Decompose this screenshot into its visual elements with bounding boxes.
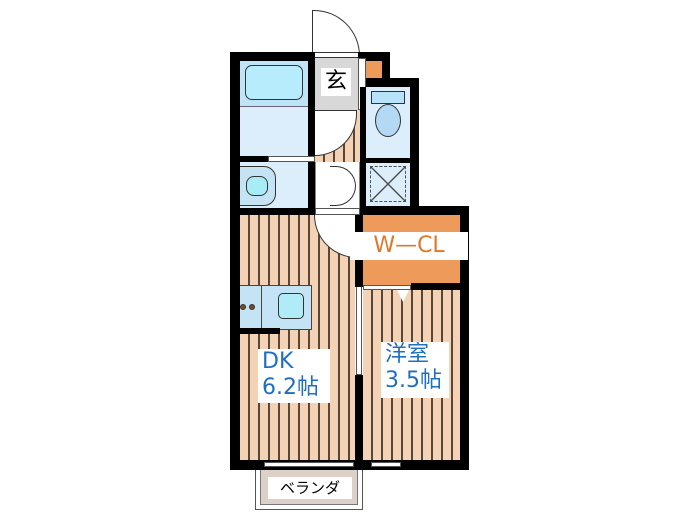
toilet-divider: [360, 158, 415, 163]
window-yoshitsu: [371, 462, 401, 467]
sliding-door: [356, 285, 362, 375]
toilet-tank-icon: [371, 91, 405, 104]
wcl-bottom-wall: [411, 283, 461, 290]
stove-burner-icon: [249, 304, 255, 310]
toilet-wall-left: [360, 87, 366, 212]
kitchen-sink-icon: [278, 293, 304, 319]
wcl-label: W—CL: [350, 232, 468, 260]
bath-divider: [308, 52, 315, 220]
yoshitsu-room-name: 洋室: [385, 342, 430, 367]
wcl-door: [363, 285, 411, 290]
dk-room-name: DK: [262, 349, 294, 374]
dk-label: DK 6.2帖: [258, 349, 330, 403]
veranda-label: ベランダ: [268, 477, 352, 499]
kitchen-wall-stub: [240, 328, 280, 334]
yoshitsu-room-size: 3.5帖: [385, 368, 442, 393]
outer-wall-left: [230, 52, 240, 470]
entrance-door-swing-icon: [312, 10, 360, 56]
outer-wall-top-bath: [230, 52, 314, 61]
washroom-bottom-wall: [240, 208, 320, 215]
toilet-bowl-icon: [375, 104, 401, 137]
dk-door-frame: [315, 208, 360, 215]
washer-pan-icon: [370, 166, 406, 202]
window-dk: [264, 462, 354, 467]
stove-burner-icon: [240, 304, 246, 310]
outer-wall-storage-right: [382, 52, 390, 84]
outer-wall-top-storage: [358, 52, 388, 61]
dk-room-size: 6.2帖: [262, 375, 319, 400]
washbasin-bowl-icon: [246, 176, 268, 196]
bathtub-icon: [245, 65, 303, 100]
storage-small: [366, 61, 382, 78]
partition-wall-lower: [355, 375, 363, 463]
dk-room: [240, 215, 355, 460]
washroom-top-wall: [268, 156, 315, 162]
outer-wall-toilet-right: [410, 78, 419, 212]
stove-area: [240, 285, 262, 330]
outer-wall-right: [460, 206, 469, 470]
light-fixture-icon: [397, 290, 409, 302]
outer-wall-top-wcl: [355, 206, 469, 215]
outer-wall-top-toilet: [358, 78, 418, 87]
genkan-label: 玄: [321, 68, 351, 96]
washroom-wall-seg: [240, 156, 268, 162]
yoshitsu-label: 洋室 3.5帖: [381, 342, 449, 398]
